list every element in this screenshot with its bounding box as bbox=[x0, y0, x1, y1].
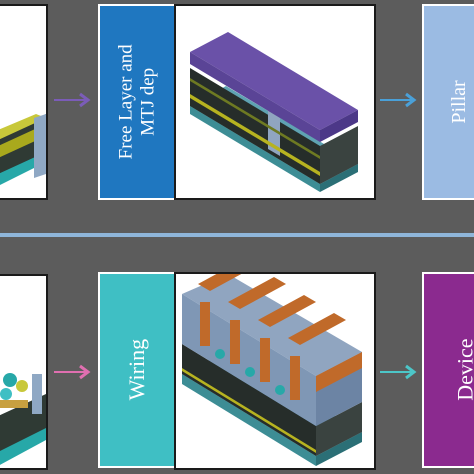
step-device: Device bbox=[422, 272, 474, 468]
step-free-layer-mtj-dep-label: Free Layer and MTJ dep bbox=[115, 44, 158, 160]
step-wiring: Wiring bbox=[98, 272, 176, 468]
step-pillar-patterning: Pillar Patterning bbox=[422, 4, 474, 200]
free-layer-mtj-image bbox=[174, 4, 376, 200]
arrow-right-icon bbox=[54, 92, 91, 108]
step-pillar-patterning-label: Pillar Patterning bbox=[448, 60, 474, 144]
prev-step-image-bottom bbox=[0, 274, 48, 470]
arrow-right-icon bbox=[380, 92, 417, 108]
step-device-label: Device bbox=[452, 338, 474, 402]
row-divider bbox=[0, 233, 474, 237]
arrow-right-icon bbox=[54, 364, 91, 380]
prev-step-image-top bbox=[0, 4, 48, 200]
step-free-layer-mtj-dep: Free Layer and MTJ dep bbox=[98, 4, 176, 200]
step-wiring-label: Wiring bbox=[124, 339, 150, 401]
arrow-right-icon bbox=[380, 364, 417, 380]
wiring-image bbox=[174, 272, 376, 470]
